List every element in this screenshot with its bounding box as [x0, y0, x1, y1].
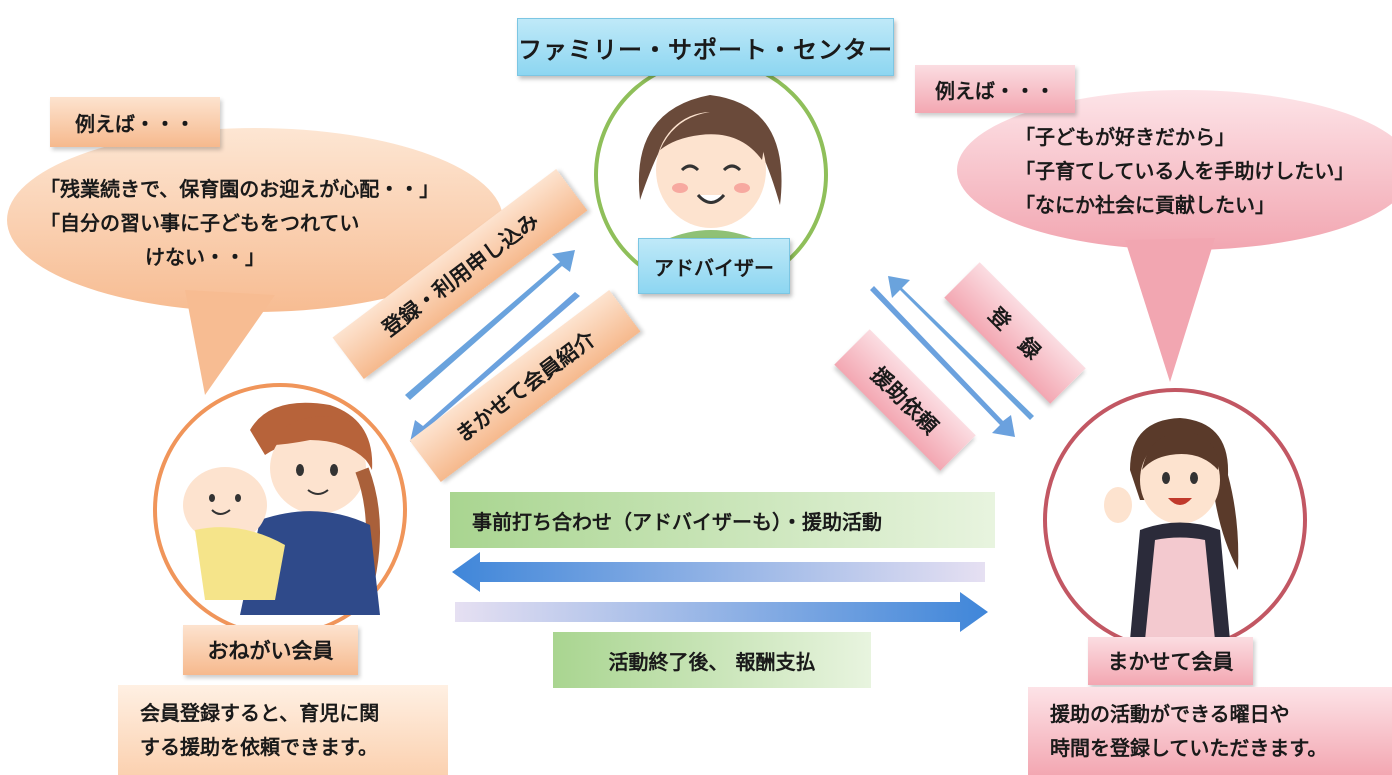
- payment-label: 活動終了後、 報酬支払: [553, 632, 871, 688]
- left-speech-bubble: [7, 128, 503, 395]
- advisor-label: アドバイザー: [638, 238, 790, 294]
- requesting-member-label: おねがい会員: [183, 625, 358, 675]
- description-line: する援助を依頼できます。: [140, 735, 378, 759]
- right-speech-line: 「なにか社会に貢献したい」: [1015, 193, 1275, 217]
- center-title: ファミリー・サポート・センター: [517, 18, 894, 76]
- right-speech-bubble: [957, 90, 1392, 382]
- description-line: 時間を登録していただきます。: [1050, 736, 1328, 760]
- left-example-tag: 例えば・・・: [50, 97, 220, 147]
- prep-activity-label: 事前打ち合わせ（アドバイザーも）・援助活動: [450, 492, 995, 548]
- requesting-member-description: 会員登録すると、育児に関 する援助を依頼できます。: [118, 685, 448, 775]
- right-arrows: [870, 276, 1034, 437]
- left-member-circle: [153, 383, 407, 637]
- right-speech-line: 「子育てしている人を手助けしたい」: [1015, 159, 1355, 183]
- left-arrows: [405, 250, 580, 442]
- right-member-circle: [1043, 388, 1307, 652]
- horizontal-arrows: [452, 552, 988, 632]
- parent-child-illustration: [183, 402, 381, 615]
- supporter-illustration: [1104, 418, 1239, 640]
- supporting-member-description: 援助の活動ができる曜日や 時間を登録していただきます。: [1028, 687, 1392, 775]
- description-line: 援助の活動ができる曜日や: [1050, 702, 1290, 726]
- supporting-member-label: まかせて会員: [1088, 637, 1253, 685]
- left-speech-text: 「残業続きで、保育園のお迎えが心配・・」 「自分の習い事に子どもをつれてい けな…: [40, 172, 439, 274]
- right-speech-text: 「子どもが好きだから」 「子育てしている人を手助けしたい」 「なにか社会に貢献し…: [1015, 120, 1354, 222]
- left-speech-line: 「残業続きで、保育園のお迎えが心配・・」: [40, 177, 440, 201]
- left-speech-line: けない・・」: [145, 245, 265, 269]
- description-line: 会員登録すると、育児に関: [140, 701, 380, 725]
- right-speech-line: 「子どもが好きだから」: [1015, 125, 1235, 149]
- right-example-tag: 例えば・・・: [915, 65, 1075, 113]
- left-speech-line: 「自分の習い事に子どもをつれてい: [40, 211, 360, 235]
